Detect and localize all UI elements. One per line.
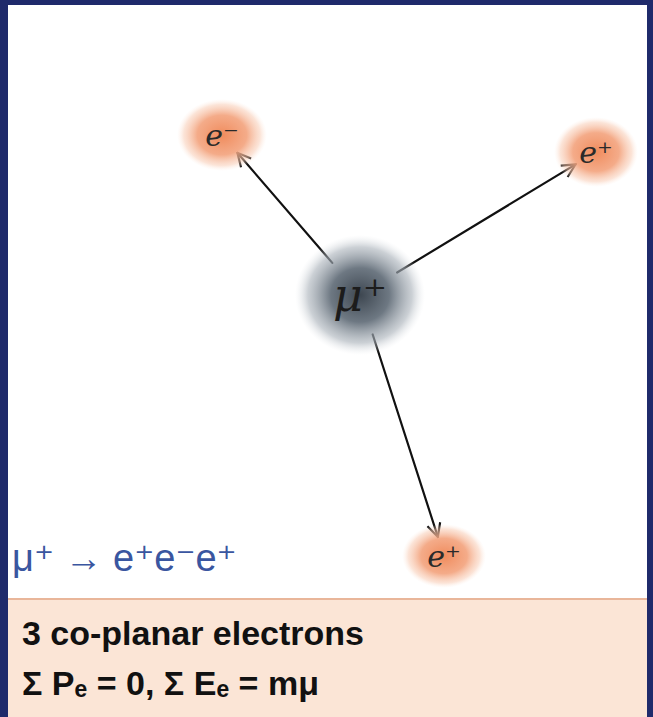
particle-symbol: e⁺ [427,539,461,574]
summary-text: Σ Pₑ = 0, Σ Eₑ = mμ [22,659,319,708]
frame-right [647,0,653,717]
summary-text: 3 co-planar electrons [22,609,364,658]
frame-left [0,0,8,717]
frame-top [0,0,653,5]
emission-arrow [237,153,332,263]
particle-symbol: μ⁺ [333,268,387,322]
particle-symbol: e⁻ [205,118,239,153]
blob-fill [554,117,638,187]
muon-blob: μ⁺ [295,235,425,355]
blob-fill [177,99,267,171]
electron-blob: e⁺ [554,117,638,187]
electron-blob: e⁺ [402,524,486,588]
summary-band: 3 co-planar electronsΣ Pₑ = 0, Σ Eₑ = mμ [8,598,647,717]
decay-equation: μ⁺ → e⁺e⁻e⁺ [12,536,237,580]
emission-arrow [373,334,438,537]
particle-symbol: e⁺ [579,135,613,170]
blob-fill [295,235,425,355]
electron-blob: e⁻ [177,99,267,171]
emission-arrow [397,164,575,272]
blob-fill [402,524,486,588]
